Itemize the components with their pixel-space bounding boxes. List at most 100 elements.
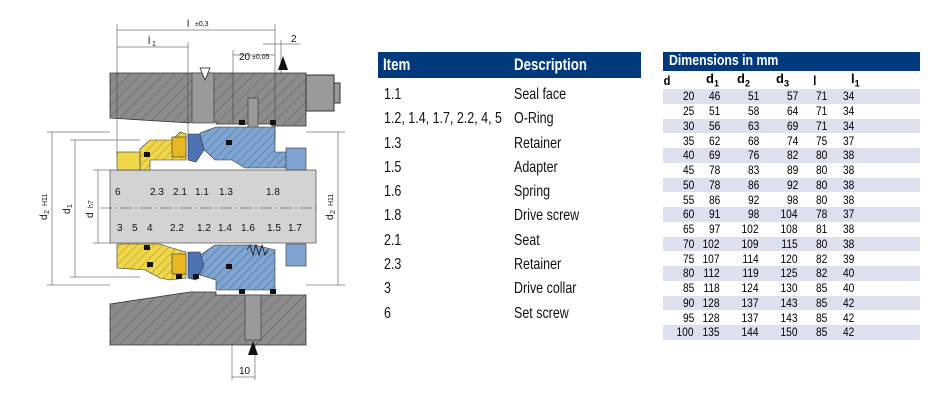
parts-list-row: 1.8 Drive screw <box>378 207 641 231</box>
cell-d: 75 <box>682 251 694 266</box>
hex-nut <box>305 74 341 112</box>
cell-l1: 42 <box>837 325 875 340</box>
cell-l1: 38 <box>842 222 854 237</box>
dimensions-header-row: d d1 d2 d3 l l1 <box>663 71 920 89</box>
item-description: Drive collar <box>514 280 577 298</box>
cell-l1: 42 <box>842 310 854 325</box>
cell-d1: 112 <box>695 266 727 281</box>
col-d2: d2 <box>737 71 750 89</box>
row-filler <box>875 104 920 119</box>
cell-d3: 143 <box>780 310 798 325</box>
svg-text:l: l <box>187 19 189 30</box>
svg-text:h7: h7 <box>88 200 95 208</box>
cell-l1: 42 <box>837 295 875 311</box>
cell-d: 65 <box>682 222 694 237</box>
col-l1: l1 <box>851 71 860 89</box>
svg-text:10: 10 <box>239 366 251 377</box>
cell-d2: 68 <box>747 133 759 148</box>
svg-text:H11: H11 <box>328 194 335 206</box>
cell-d: 60 <box>663 207 695 222</box>
cell-d2: 58 <box>747 104 759 119</box>
row-filler <box>875 325 920 340</box>
cell-d: 50 <box>663 177 695 193</box>
cell-d: 40 <box>663 148 695 163</box>
svg-text:d: d <box>85 212 96 218</box>
cell-d: 25 <box>682 104 694 119</box>
part-labels-top: 6 2.3 2.1 1.1 1.3 1.8 <box>115 187 280 198</box>
parts-list-row: 2.1 Seat <box>378 232 641 256</box>
cell-d: 55 <box>682 192 694 207</box>
cell-d2: 86 <box>727 177 766 193</box>
cell-d3: 130 <box>780 281 798 296</box>
col-d1: d1 <box>706 71 719 89</box>
part-label: 2.3 <box>150 187 164 198</box>
cell-d3: 120 <box>780 251 798 266</box>
row-filler <box>875 222 920 237</box>
item-description: Drive screw <box>514 207 580 225</box>
cell-d3: 69 <box>766 118 805 134</box>
housing <box>109 72 307 346</box>
svg-text:d: d <box>62 208 73 214</box>
svg-text:l: l <box>148 36 150 47</box>
cell-d3: 143 <box>766 295 805 311</box>
cell-d: 45 <box>682 163 694 178</box>
cell-d2: 114 <box>742 251 759 266</box>
item-description: O-Ring <box>514 110 554 128</box>
item-number: 1.6 <box>384 183 402 201</box>
row-filler <box>875 236 920 252</box>
item-description: Seal face <box>514 86 567 103</box>
cell-l: 78 <box>805 207 837 222</box>
part-label: 1.2 <box>197 223 211 234</box>
cell-l: 80 <box>805 148 837 163</box>
cell-d1: 128 <box>702 310 720 325</box>
inlet-arrow-icon <box>199 67 211 81</box>
cell-d1: 107 <box>702 251 720 266</box>
row-filler <box>875 192 920 207</box>
cell-l: 85 <box>815 310 827 325</box>
cell-d1: 78 <box>708 163 720 178</box>
cell-d2: 76 <box>727 148 766 163</box>
o-rings <box>144 120 276 294</box>
parts-list-header: Item Description <box>378 52 641 78</box>
cell-l1: 40 <box>837 266 875 281</box>
row-filler <box>875 310 920 325</box>
part-label: 6 <box>115 187 121 198</box>
cell-l: 71 <box>805 118 837 134</box>
cell-l: 82 <box>805 266 837 281</box>
item-number: 1.8 <box>384 207 402 225</box>
item-description: Retainer <box>514 134 562 152</box>
cell-d1: 135 <box>695 325 727 340</box>
svg-text:2: 2 <box>291 34 297 45</box>
part-label: 1.1 <box>195 187 209 198</box>
part-label: 5 <box>132 223 138 234</box>
cell-d2: 109 <box>727 236 766 252</box>
cell-d3: 150 <box>766 325 805 340</box>
rotating-unit <box>187 126 307 291</box>
cell-d1: 86 <box>708 192 720 207</box>
row-filler <box>875 118 920 134</box>
cell-d1: 118 <box>703 281 720 296</box>
item-description: Seat <box>514 231 540 249</box>
cell-l: 81 <box>815 222 827 237</box>
item-number: 2.1 <box>384 231 402 249</box>
part-labels-bottom: 3 5 4 2.2 1.2 1.4 1.6 1.5 1.7 <box>117 223 302 234</box>
cell-d2: 51 <box>727 89 766 104</box>
part-label: 1.4 <box>218 223 232 234</box>
cell-d: 35 <box>682 133 694 148</box>
cell-d3: 89 <box>786 163 798 178</box>
item-number: 1.5 <box>384 158 402 176</box>
cell-l: 85 <box>805 295 837 311</box>
cell-l: 71 <box>805 89 837 104</box>
cell-d3: 82 <box>766 148 805 163</box>
cell-d3: 108 <box>780 222 798 237</box>
